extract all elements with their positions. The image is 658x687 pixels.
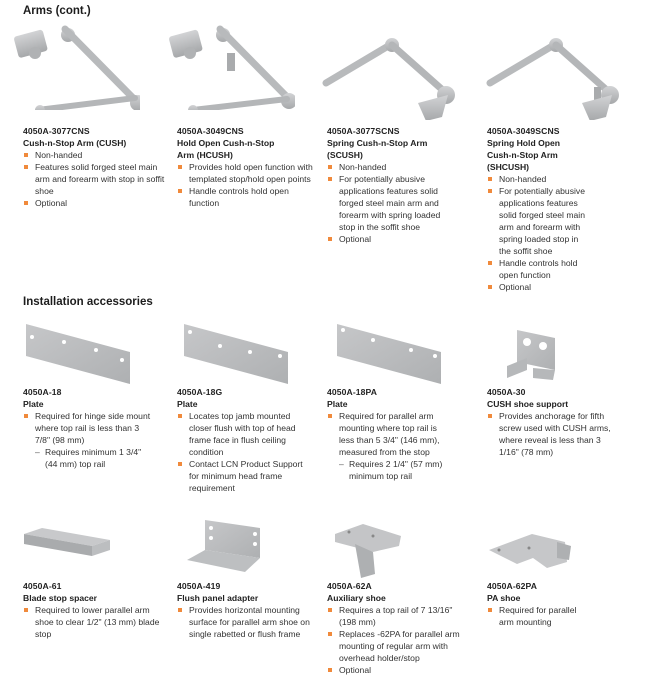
- cush-arm-image: [10, 25, 160, 110]
- feature-item: Handle controls hold open function: [487, 257, 587, 281]
- product-code: 4050A-3049CNS: [177, 126, 244, 136]
- feature-item: Replaces -62PA for parallel arm mounting…: [327, 628, 462, 664]
- product-code: 4050A-3049SCNS: [487, 126, 560, 136]
- accessory-text-419: 4050A-419 Flush panel adapter Provides h…: [177, 580, 337, 640]
- section-title-accessories: Installation accessories: [23, 296, 153, 308]
- feature-item: Handle controls hold open function: [177, 185, 317, 209]
- feature-item: Required for parallel arm mounting: [487, 604, 587, 628]
- product-code: 4050A-3077SCNS: [327, 126, 400, 136]
- product-code: 4050A-419: [177, 581, 221, 591]
- product-name: Flush panel adapter: [177, 593, 259, 603]
- product-name: PA shoe: [487, 593, 521, 603]
- product-name: Plate: [177, 399, 198, 409]
- plate-18g-image: [180, 322, 340, 389]
- product-name: (SHCUSH): [487, 162, 530, 172]
- product-card-3049cns: [165, 25, 325, 110]
- auxiliary-shoe-image: [333, 522, 493, 585]
- feature-list: Locates top jamb mounted closer flush wi…: [177, 410, 312, 494]
- feature-list: Non-handed For potentially abusive appli…: [327, 161, 455, 245]
- feature-item: Optional: [327, 664, 462, 676]
- feature-item: Features solid forged steel main arm and…: [23, 161, 165, 197]
- accessory-text-62a: 4050A-62A Auxiliary shoe Requires a top …: [327, 580, 487, 676]
- product-code: 4050A-18: [23, 387, 62, 397]
- product-card-3049scns: [482, 25, 642, 120]
- feature-list: Non-handed For potentially abusive appli…: [487, 173, 587, 293]
- product-code: 4050A-61: [23, 581, 62, 591]
- accessory-text-61: 4050A-61 Blade stop spacer Required to l…: [23, 580, 183, 640]
- feature-subitem: Requires 2 1/4" (57 mm) minimum top rail: [327, 458, 452, 482]
- feature-item: For potentially abusive applications fea…: [327, 173, 455, 233]
- product-name: Auxiliary shoe: [327, 593, 386, 603]
- product-name: Arm (HCUSH): [177, 150, 233, 160]
- accessory-text-18pa: 4050A-18PA Plate Required for parallel a…: [327, 386, 487, 482]
- feature-item: Required for parallel arm mounting where…: [327, 410, 452, 458]
- product-code: 4050A-18G: [177, 387, 223, 397]
- feature-item: Optional: [327, 233, 455, 245]
- feature-list: Provides horizontal mounting surface for…: [177, 604, 312, 640]
- product-card-3077scns: [318, 25, 478, 120]
- product-code: 4050A-62PA: [487, 581, 538, 591]
- accessory-text-18: 4050A-18 Plate Required for hinge side m…: [23, 386, 183, 470]
- feature-item: Non-handed: [327, 161, 455, 173]
- product-name: Cush-n-Stop Arm: [487, 150, 558, 160]
- plate-18-image: [22, 322, 182, 389]
- product-name: Cush-n-Stop Arm (CUSH): [23, 138, 127, 148]
- feature-item: Non-handed: [487, 173, 587, 185]
- accessory-text-62pa: 4050A-62PA PA shoe Required for parallel…: [487, 580, 647, 628]
- accessory-text-18g: 4050A-18G Plate Locates top jamb mounted…: [177, 386, 337, 494]
- feature-list: Provides hold open function with templat…: [177, 161, 317, 209]
- spring-cush-arm-image: [318, 25, 468, 120]
- pa-shoe-image: [487, 532, 647, 577]
- product-code: 4050A-30: [487, 387, 526, 397]
- feature-list: Required for parallel arm mounting: [487, 604, 587, 628]
- blade-stop-spacer-image: [22, 528, 182, 561]
- accessory-text-30: 4050A-30 CUSH shoe support Provides anch…: [487, 386, 647, 458]
- feature-list: Non-handed Features solid forged steel m…: [23, 149, 183, 209]
- cush-shoe-support-image: [505, 330, 658, 385]
- feature-item: Optional: [487, 281, 587, 293]
- arm-text-4: 4050A-3049SCNS Spring Hold Open Cush-n-S…: [487, 125, 647, 293]
- spring-hold-open-arm-image: [482, 25, 632, 120]
- product-code: 4050A-3077CNS: [23, 126, 90, 136]
- product-name: CUSH shoe support: [487, 399, 569, 409]
- feature-item: Provides anchorage for fifth screw used …: [487, 410, 622, 458]
- feature-item: Optional: [23, 197, 183, 209]
- product-name: Blade stop spacer: [23, 593, 98, 603]
- product-name: Plate: [23, 399, 44, 409]
- feature-item: Contact LCN Product Support for minimum …: [177, 458, 312, 494]
- feature-item: For potentially abusive applications fea…: [487, 185, 587, 257]
- product-code: 4050A-18PA: [327, 387, 378, 397]
- feature-list: Requires a top rail of 7 13/16" (198 mm)…: [327, 604, 462, 676]
- feature-item: Requires a top rail of 7 13/16" (198 mm): [327, 604, 462, 628]
- feature-item: Required to lower parallel arm shoe to c…: [23, 604, 163, 640]
- feature-item: Locates top jamb mounted closer flush wi…: [177, 410, 312, 458]
- product-name: Plate: [327, 399, 348, 409]
- product-code: 4050A-62A: [327, 581, 372, 591]
- arm-text-2: 4050A-3049CNS Hold Open Cush-n-Stop Arm …: [177, 125, 337, 209]
- arm-text-1: 4050A-3077CNS Cush-n-Stop Arm (CUSH) Non…: [23, 125, 183, 209]
- feature-list: Required for hinge side mount where top …: [23, 410, 153, 470]
- feature-subitem: Requires minimum 1 3/4" (44 mm) top rail: [23, 446, 153, 470]
- feature-item: Required for hinge side mount where top …: [23, 410, 153, 446]
- product-name: (SCUSH): [327, 150, 363, 160]
- hold-open-cush-arm-image: [165, 25, 315, 110]
- feature-list: Required to lower parallel arm shoe to c…: [23, 604, 163, 640]
- product-name: Hold Open Cush-n-Stop: [177, 138, 275, 148]
- feature-list: Required for parallel arm mounting where…: [327, 410, 452, 482]
- plate-18pa-image: [333, 322, 493, 389]
- product-name: Spring Cush-n-Stop Arm: [327, 138, 428, 148]
- feature-list: Provides anchorage for fifth screw used …: [487, 410, 622, 458]
- flush-panel-adapter-image: [185, 520, 345, 580]
- product-card-3077cns: [10, 25, 170, 110]
- section-title-arms: Arms (cont.): [23, 5, 91, 17]
- feature-item: Provides horizontal mounting surface for…: [177, 604, 312, 640]
- product-name: Spring Hold Open: [487, 138, 561, 148]
- feature-item: Non-handed: [23, 149, 183, 161]
- arm-text-3: 4050A-3077SCNS Spring Cush-n-Stop Arm (S…: [327, 125, 487, 245]
- feature-item: Provides hold open function with templat…: [177, 161, 317, 185]
